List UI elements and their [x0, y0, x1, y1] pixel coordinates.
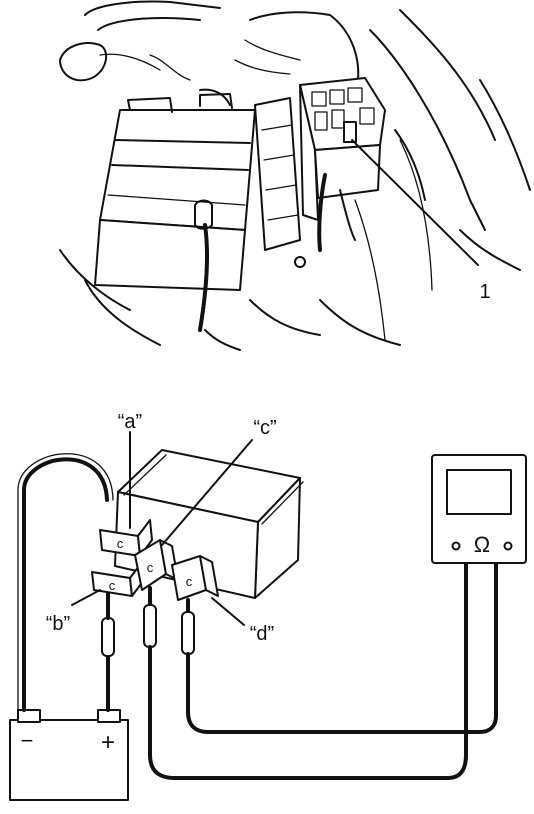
terminal-a-mark: c — [117, 536, 124, 551]
target-relay — [343, 121, 357, 143]
terminal-c-mark: c — [147, 560, 154, 575]
leader-d — [211, 597, 245, 626]
engine-bay-illustration: 1 — [59, 0, 531, 351]
probe-c — [143, 604, 157, 648]
ohmmeter-display — [446, 469, 512, 515]
engine-bay-background — [59, 0, 531, 346]
fuse-slot — [314, 111, 328, 131]
battery-jumper-wires — [17, 453, 115, 712]
car-battery-top — [94, 93, 256, 351]
terminal-leader-lines — [71, 431, 253, 626]
relay-box — [294, 77, 386, 268]
battery-body — [9, 719, 129, 801]
ohmmeter: Ω — [431, 454, 527, 564]
leader-b — [71, 589, 101, 606]
terminal-d-mark: c — [186, 574, 193, 589]
ohmmeter-jack-left — [451, 541, 461, 551]
ohm-symbol: Ω — [474, 532, 490, 557]
battery-positive-sign: + — [101, 729, 115, 756]
terminal-c-label: “c” — [253, 417, 276, 439]
terminal-d: c — [171, 555, 219, 601]
terminal-b-mark: c — [109, 578, 116, 593]
battery-negative-post — [17, 709, 41, 723]
fuse-slot — [359, 107, 375, 125]
terminal-a: c — [99, 519, 153, 557]
terminal-c: c — [134, 539, 179, 591]
fuse-slot — [311, 91, 327, 107]
fuse-slot — [329, 89, 345, 105]
ohmmeter-probes — [143, 561, 498, 780]
battery-negative-sign: − — [21, 728, 34, 753]
test-battery: − + — [9, 709, 129, 801]
fuse-slot — [347, 87, 363, 103]
fuse-slot — [331, 109, 345, 129]
callout-label-1: 1 — [479, 281, 490, 303]
probe-d — [181, 611, 195, 655]
callout-leader-line — [351, 139, 479, 266]
terminal-d-label: “d” — [250, 623, 274, 645]
terminal-a-label: “a” — [118, 411, 142, 433]
battery-bracket — [254, 97, 301, 251]
terminal-b-label: “b” — [46, 613, 70, 635]
ohmmeter-jack-right — [503, 541, 513, 551]
relay-terminals: c c c c — [91, 519, 219, 601]
battery-positive-post — [97, 709, 121, 723]
relay-test-schematic: − + c — [9, 411, 527, 801]
leader-c — [161, 439, 253, 546]
probe-clip — [101, 617, 115, 657]
